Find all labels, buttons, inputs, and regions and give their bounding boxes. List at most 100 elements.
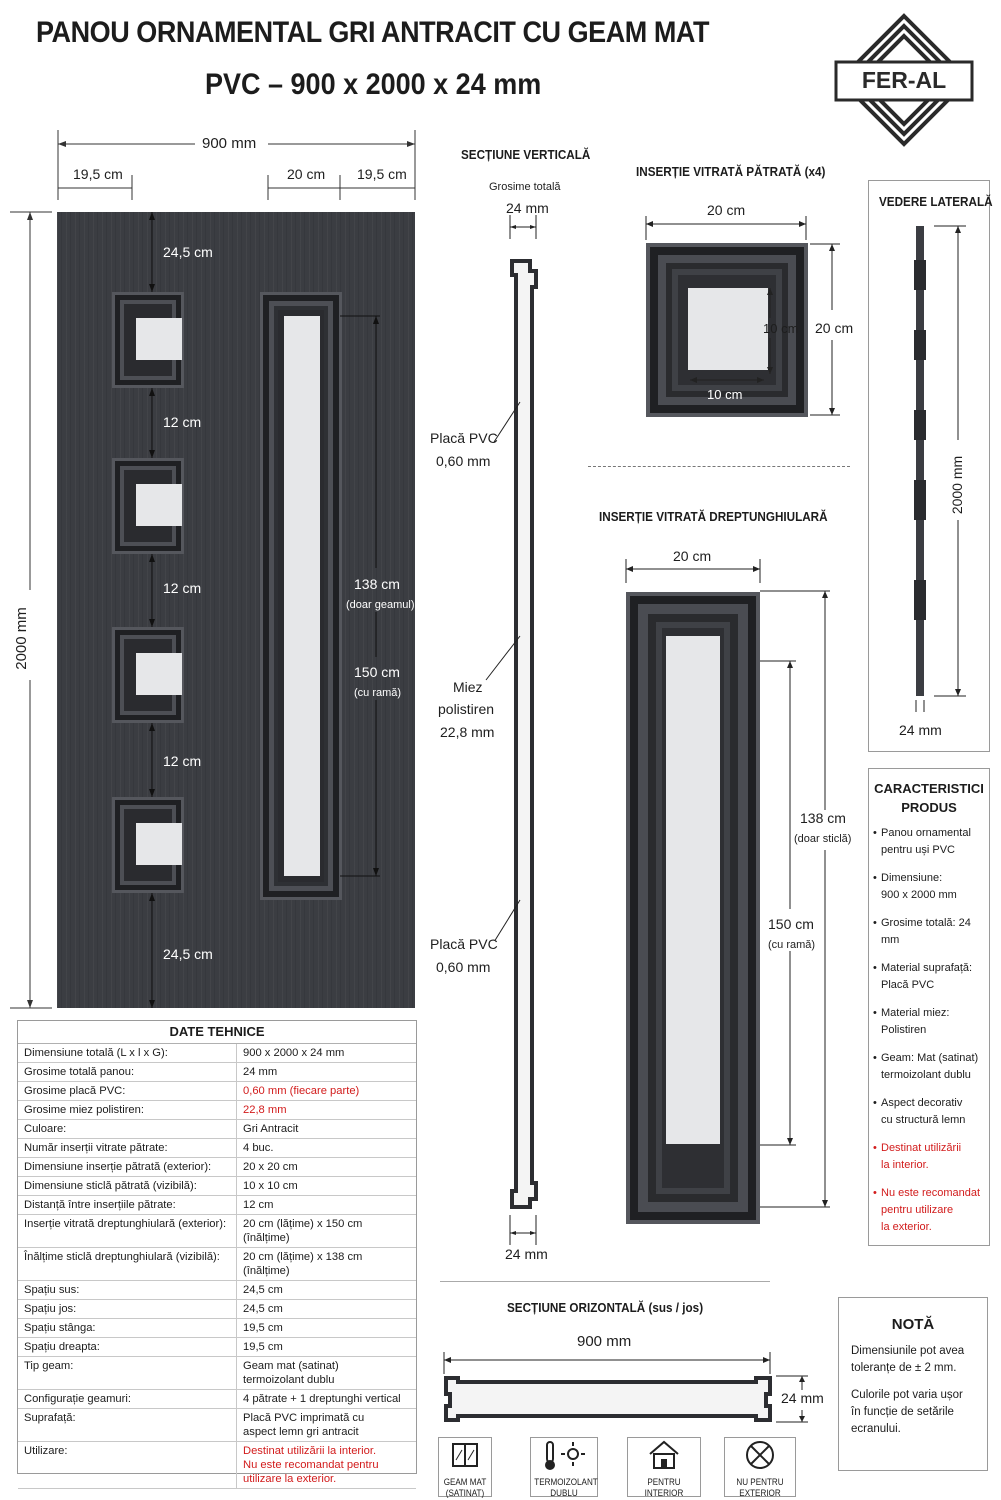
side-view-height: 2000 mm: [949, 455, 966, 515]
tech-row-key: Grosime miez polistiren:: [18, 1100, 237, 1120]
sq-glass-width: 10 cm: [707, 387, 743, 402]
square-insert-glass-3: [136, 653, 182, 695]
vertical-section-drawing: [509, 215, 538, 1245]
rect-insert-front-glass: [284, 316, 320, 876]
product-characteristics: CARACTERISTICI PRODUS Panou ornamentalpe…: [868, 768, 990, 1246]
rect-frame-height: 150 cm: [768, 916, 814, 932]
vs-core-value: 22,8 mm: [440, 724, 495, 740]
note-tolerance: Dimensiunile pot avea toleranțe de ± 2 m…: [851, 1345, 965, 1374]
frosted-glass-icon: [452, 1443, 478, 1467]
hs-thickness-label: 24 mm: [781, 1390, 824, 1406]
characteristic-item: Grosime totală: 24 mm: [873, 915, 989, 949]
indoor-house-icon: [649, 1440, 679, 1469]
horizontal-section-title: SECȚIUNE ORIZONTALĂ (sus / jos): [507, 1300, 704, 1315]
tech-row: Grosime placă PVC:0,60 mm (fiecare parte…: [18, 1081, 416, 1101]
tech-row: Spațiu jos:24,5 cm: [18, 1299, 416, 1319]
tech-row-key: Spațiu sus:: [18, 1280, 237, 1300]
front-gap1-label: 12 cm: [163, 414, 202, 430]
icon-card-indoor: PENTRU INTERIOR: [627, 1437, 701, 1498]
characteristics-title-2: PRODUS: [901, 800, 957, 815]
side-view-drawing: [914, 225, 966, 712]
front-total-height-label: 2000 mm: [12, 607, 30, 670]
tech-row-key: Distanță între inserțiile pătrate:: [18, 1195, 237, 1215]
front-top-space-label: 24,5 cm: [163, 244, 213, 260]
front-dimension-lines: [10, 130, 416, 1009]
tech-row-key: Înălțime sticlă dreptunghiulară (vizibil…: [18, 1247, 237, 1281]
icon-label-indoor-1: PENTRU: [647, 1477, 681, 1487]
tech-row-key: Dimensiune sticlă pătrată (vizibilă):: [18, 1176, 237, 1196]
front-glass-height-note: (doar geamul): [346, 599, 415, 611]
tech-row-key: Grosime totală panou:: [18, 1062, 237, 1082]
section-divider: [588, 466, 850, 467]
vs-bottom-thickness: 24 mm: [505, 1246, 548, 1262]
tech-row-key: Utilizare:: [18, 1441, 237, 1489]
square-insert-glass-2: [136, 484, 182, 526]
vertical-section-thickness-caption: Grosime totală: [489, 181, 561, 193]
vs-pvc-bottom-label: Placă PVC: [430, 936, 498, 952]
icon-label-indoor-2: INTERIOR: [644, 1488, 684, 1498]
tech-row-value: Destinat utilizării la interior.Nu este …: [236, 1441, 416, 1489]
tech-row-key: Culoare:: [18, 1119, 237, 1139]
vs-pvc-top-label: Placă PVC: [430, 430, 498, 446]
sq-glass-height: 10 cm: [763, 321, 799, 336]
tech-row: Înălțime sticlă dreptunghiulară (vizibil…: [18, 1247, 416, 1281]
front-gap3-label: 12 cm: [163, 753, 202, 769]
tech-row-value: 4 pătrate + 1 dreptunghi vertical: [236, 1389, 416, 1409]
tech-row: Grosime miez polistiren:22,8 mm: [18, 1100, 416, 1120]
tech-row-value: 20 x 20 cm: [236, 1157, 416, 1177]
front-gap2-label: 12 cm: [163, 580, 202, 596]
tech-row-value: 24,5 cm: [236, 1280, 416, 1300]
tech-row-key: Dimensiune inserție pătrată (exterior):: [18, 1157, 237, 1177]
tech-row-value: 19,5 cm: [236, 1337, 416, 1357]
front-insert-width-label: 20 cm: [287, 166, 326, 182]
square-insert-glass-4: [136, 823, 182, 865]
rect-insert-dimensions: [625, 559, 830, 1208]
sq-outer-height: 20 cm: [815, 320, 854, 336]
square-insert-title: INSERȚIE VITRATĂ PĂTRATĂ (x4): [636, 164, 826, 179]
tech-row: Inserție vitrată dreptunghiulară (exteri…: [18, 1214, 416, 1248]
tech-row-key: Dimensiune totală (L x l x G):: [18, 1044, 237, 1063]
tech-row-value: Geam mat (satinat)termoizolant dublu: [236, 1356, 416, 1390]
logo-text: FER-AL: [861, 67, 947, 93]
side-view-box: [868, 180, 990, 752]
square-insert-glass-1: [136, 318, 182, 360]
tech-row: Tip geam:Geam mat (satinat)termoizolant …: [18, 1356, 416, 1390]
rect-insert-detail-glass: [666, 636, 720, 1144]
tech-row-key: Număr inserții vitrate pătrate:: [18, 1138, 237, 1158]
vertical-section-title: SECȚIUNE VERTICALĂ: [461, 147, 591, 162]
tech-row-key: Inserție vitrată dreptunghiulară (exteri…: [18, 1214, 237, 1248]
tech-row-value: 900 x 2000 x 24 mm: [236, 1044, 416, 1063]
tech-row-key: Spațiu dreapta:: [18, 1337, 237, 1357]
vs-core-label-1: Miez: [453, 679, 483, 695]
icon-card-no-outdoor: NU PENTRU EXTERIOR: [724, 1437, 796, 1498]
front-glass-height-label: 138 cm: [354, 576, 400, 592]
horizontal-section-top-rule: [440, 1281, 770, 1282]
tech-row-value: Gri Antracit: [236, 1119, 416, 1139]
tech-row: Culoare:Gri Antracit: [18, 1119, 416, 1139]
tech-row-value: 19,5 cm: [236, 1318, 416, 1338]
tech-row: Spațiu stânga:19,5 cm: [18, 1318, 416, 1338]
note-color-variation: Culorile pot varia ușor în funcție de se…: [851, 1389, 963, 1435]
characteristic-item: Geam: Mat (satinat)termoizolant dublu: [873, 1050, 989, 1084]
square-insert-dimensions: [645, 216, 840, 416]
rect-insert-width: 20 cm: [673, 548, 712, 564]
icon-label-thermal-1: TERMOIZOLANT: [534, 1477, 598, 1487]
front-frame-height-note: (cu ramă): [354, 687, 402, 699]
side-view-title: VEDERE LATERALĂ: [879, 194, 993, 209]
icon-label-thermal-2: DUBLU: [550, 1488, 578, 1498]
hs-width-label: 900 mm: [577, 1333, 632, 1350]
tech-row-key: Suprafață:: [18, 1408, 237, 1442]
tech-row: Dimensiune sticlă pătrată (vizibilă):10 …: [18, 1176, 416, 1196]
characteristic-item: Dimensiune:900 x 2000 mm: [873, 870, 989, 904]
sq-outer-width: 20 cm: [707, 202, 746, 218]
tech-row: Configurație geamuri:4 pătrate + 1 drept…: [18, 1389, 416, 1409]
front-total-width-label: 900 mm: [202, 135, 257, 152]
brand-logo: FER-AL: [834, 10, 974, 150]
characteristics-title-1: CARACTERISTICI: [874, 781, 984, 796]
tech-row-value: 12 cm: [236, 1195, 416, 1215]
icon-label-no-outdoor-2: EXTERIOR: [739, 1488, 781, 1498]
tech-row: Dimensiune inserție pătrată (exterior):2…: [18, 1157, 416, 1177]
